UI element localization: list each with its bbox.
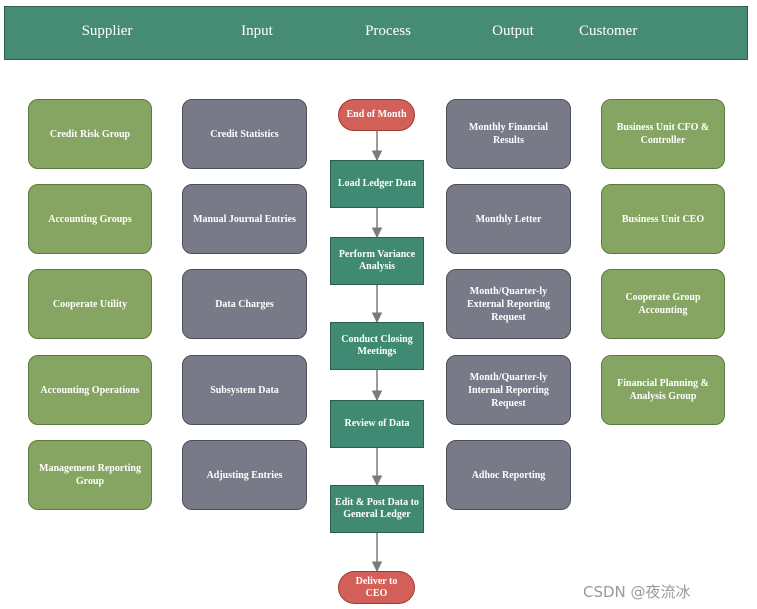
process-step: Load Ledger Data	[330, 160, 424, 208]
supplier-box: Management Reporting Group	[28, 440, 152, 510]
output-box: Month/Quarter-ly External Reporting Requ…	[446, 269, 571, 339]
header-process: Process	[365, 23, 411, 39]
process-step: Conduct Closing Meetings	[330, 322, 424, 370]
header-supplier: Supplier	[81, 23, 133, 39]
customer-box: Financial Planning & Analysis Group	[601, 355, 725, 425]
customer-box: Business Unit CEO	[601, 184, 725, 254]
process-start: End of Month	[338, 99, 415, 131]
header-output: Output	[492, 23, 534, 39]
process-end: Deliver to CEO	[338, 571, 415, 604]
output-box: Monthly Financial Results	[446, 99, 571, 169]
process-step: Review of Data	[330, 400, 424, 448]
input-box: Subsystem Data	[182, 355, 307, 425]
header-customer: Customer	[579, 23, 638, 39]
sipoc-header: Supplier Input Process Output Customer	[4, 6, 748, 60]
output-box: Month/Quarter-ly Internal Reporting Requ…	[446, 355, 571, 425]
supplier-box: Credit Risk Group	[28, 99, 152, 169]
input-box: Manual Journal Entries	[182, 184, 307, 254]
customer-box: Business Unit CFO & Controller	[601, 99, 725, 169]
customer-box: Cooperate Group Accounting	[601, 269, 725, 339]
process-step: Perform Variance Analysis	[330, 237, 424, 285]
output-box: Monthly Letter	[446, 184, 571, 254]
supplier-box: Accounting Groups	[28, 184, 152, 254]
input-box: Adjusting Entries	[182, 440, 307, 510]
watermark: CSDN @夜流冰	[583, 583, 691, 601]
header-input: Input	[241, 23, 273, 39]
supplier-box: Accounting Operations	[28, 355, 152, 425]
output-box: Adhoc Reporting	[446, 440, 571, 510]
input-box: Credit Statistics	[182, 99, 307, 169]
process-step: Edit & Post Data to General Ledger	[330, 485, 424, 533]
input-box: Data Charges	[182, 269, 307, 339]
supplier-box: Cooperate Utility	[28, 269, 152, 339]
